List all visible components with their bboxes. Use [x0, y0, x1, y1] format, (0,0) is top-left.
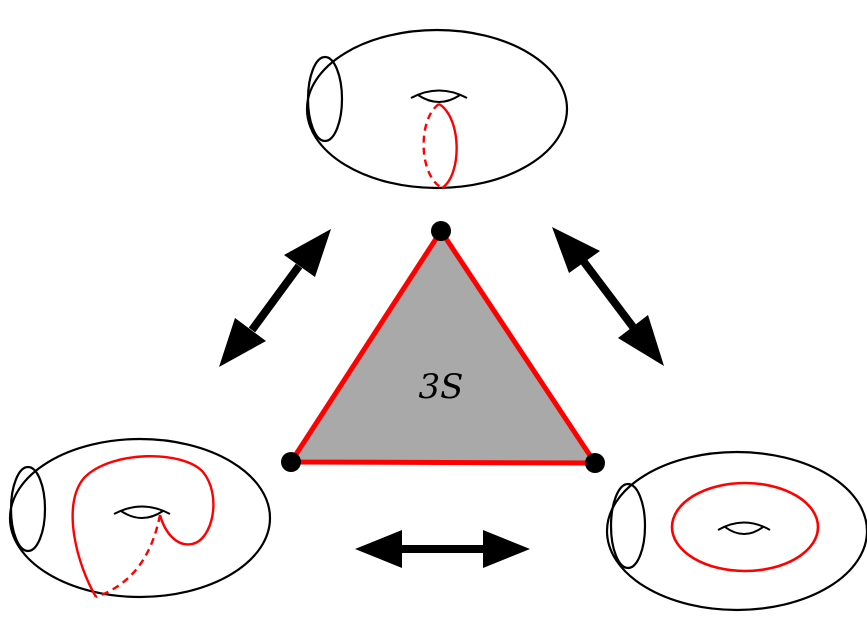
triangle-simplex: 3S: [281, 221, 605, 473]
torus-bottom-left: [8, 437, 272, 599]
torus-hole: [717, 521, 771, 535]
torus-outline: [605, 450, 867, 612]
torus-end-cap: [306, 55, 344, 143]
curve-longitude: [670, 481, 820, 573]
torus-hole: [410, 89, 468, 103]
curve-dashed: [95, 514, 162, 599]
torus-end-cap: [9, 465, 47, 553]
torus-outline: [8, 437, 272, 599]
curve-dashed: [422, 103, 443, 190]
torus-outline: [305, 28, 569, 190]
vertex-top: [431, 221, 451, 241]
arrow-upper-right: [552, 227, 664, 366]
triangle-face: [288, 228, 598, 466]
torus-bottom-right: [605, 450, 867, 612]
vertex-bottom-left: [281, 452, 301, 472]
torus-hole: [113, 505, 171, 519]
vertex-bottom-right: [585, 453, 605, 473]
torus-top: [305, 28, 569, 190]
triangle-label: 3S: [419, 367, 464, 407]
curve-solid: [438, 102, 458, 190]
curve-solid: [71, 455, 215, 598]
arrow-bottom: [355, 530, 530, 568]
arrow-upper-left: [219, 229, 331, 367]
torus-end-cap: [609, 482, 647, 570]
